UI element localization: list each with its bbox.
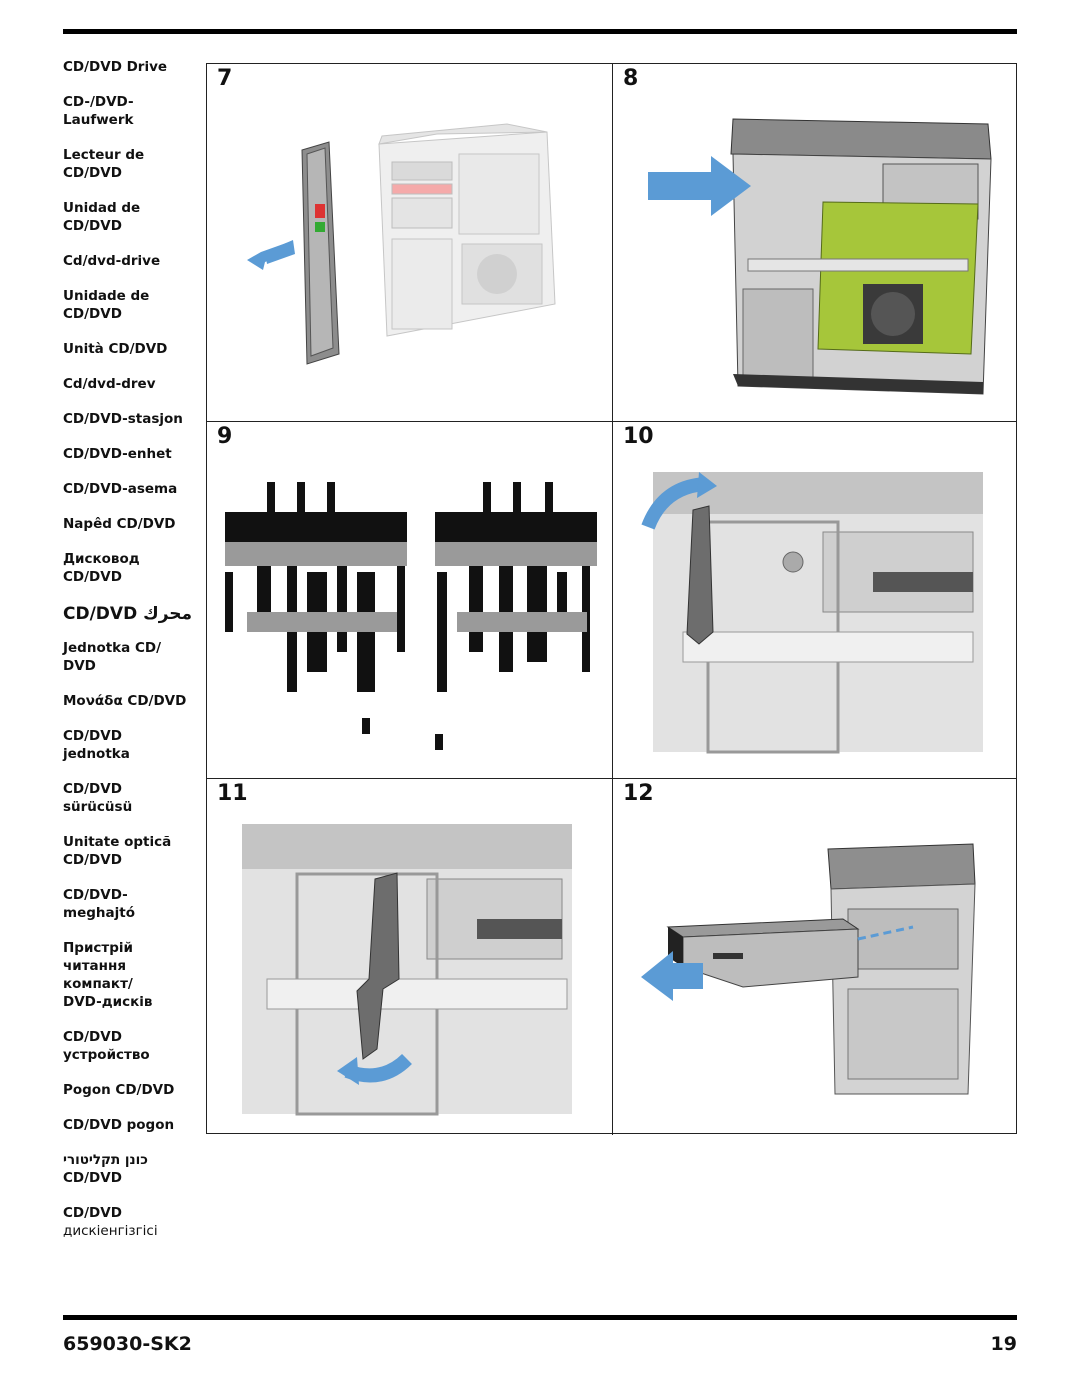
step-10-illustration bbox=[641, 472, 983, 754]
step-8-illustration bbox=[648, 118, 992, 395]
step-number-11: 11 bbox=[217, 781, 248, 806]
lang-label-ro: Unitate opticã CD/DVD bbox=[63, 834, 172, 868]
lang-label-pl: Napêd CD/DVD bbox=[63, 516, 176, 532]
lang-label-tr: CD/DVD sürücüsü bbox=[63, 781, 133, 815]
lang-label-sv: CD/DVD-enhet bbox=[63, 446, 172, 462]
lang-label-ar: CD/DVD محرك bbox=[63, 604, 193, 624]
step-7-panel: 7 bbox=[207, 64, 612, 421]
lang-label-kk-line2: дискіенгізгісі bbox=[63, 1223, 158, 1239]
lang-label-fi: CD/DVD-asema bbox=[63, 481, 178, 497]
lang-label-kk: CD/DVD дискіенгізгісі bbox=[63, 1204, 198, 1240]
lang-label-he: כונן תקליטורי CD/DVD bbox=[63, 1152, 148, 1186]
step-11-panel: 11 bbox=[207, 778, 612, 1135]
step-number-7: 7 bbox=[217, 66, 233, 91]
lang-label-da: Cd/dvd-drev bbox=[63, 376, 156, 392]
step-number-9: 9 bbox=[217, 424, 233, 449]
illustration-grid: 7 8 bbox=[206, 63, 1017, 1135]
lang-label-sk: CD/DVD jednotka bbox=[63, 728, 130, 762]
lang-label-hr: Pogon CD/DVD bbox=[63, 1082, 175, 1098]
lang-label-uk: Пристрій читання компакт/ DVD-дисків bbox=[63, 940, 153, 1010]
part-number: 659030-SK2 bbox=[63, 1333, 192, 1355]
step-8-panel: 8 bbox=[612, 64, 1017, 421]
page-number: 19 bbox=[990, 1333, 1017, 1355]
lang-label-en: CD/DVD Drive bbox=[63, 59, 168, 75]
lang-label-it: Unità CD/DVD bbox=[63, 341, 168, 357]
lang-label-pt: Unidade de CD/DVD bbox=[63, 288, 150, 322]
lang-label-kk-line1: CD/DVD bbox=[63, 1205, 122, 1221]
step-number-12: 12 bbox=[623, 781, 654, 806]
language-list: CD/DVD Drive CD-/DVD- Laufwerk Lecteur d… bbox=[63, 58, 198, 1240]
lang-label-el: Μονάδα CD/DVD bbox=[63, 693, 187, 709]
lang-label-hu: CD/DVD- meghajtó bbox=[63, 887, 135, 921]
lang-label-de: CD-/DVD- Laufwerk bbox=[63, 94, 134, 128]
lang-label-nl: Cd/dvd-drive bbox=[63, 253, 161, 269]
step-9-panel: 9 bbox=[207, 421, 612, 778]
step-10-panel: 10 bbox=[612, 421, 1017, 778]
lang-label-es: Unidad de CD/DVD bbox=[63, 200, 141, 234]
lang-label-cs: Jednotka CD/ DVD bbox=[63, 640, 162, 674]
step-number-8: 8 bbox=[623, 66, 639, 91]
step-7-illustration bbox=[247, 123, 556, 365]
step-11-illustration bbox=[242, 824, 572, 1116]
step-9-illustration bbox=[225, 482, 597, 750]
lang-label-no: CD/DVD-stasjon bbox=[63, 411, 183, 427]
top-rule bbox=[63, 29, 1017, 34]
step-12-illustration bbox=[641, 843, 976, 1095]
lang-label-ru-short: Дисковод CD/DVD bbox=[63, 551, 140, 585]
step-number-10: 10 bbox=[623, 424, 654, 449]
step-12-panel: 12 bbox=[612, 778, 1017, 1135]
lang-label-fr: Lecteur de CD/DVD bbox=[63, 147, 145, 181]
lang-label-ru: CD/DVD устройство bbox=[63, 1029, 150, 1063]
lang-label-sl: CD/DVD pogon bbox=[63, 1117, 175, 1133]
bottom-rule bbox=[63, 1315, 1017, 1320]
